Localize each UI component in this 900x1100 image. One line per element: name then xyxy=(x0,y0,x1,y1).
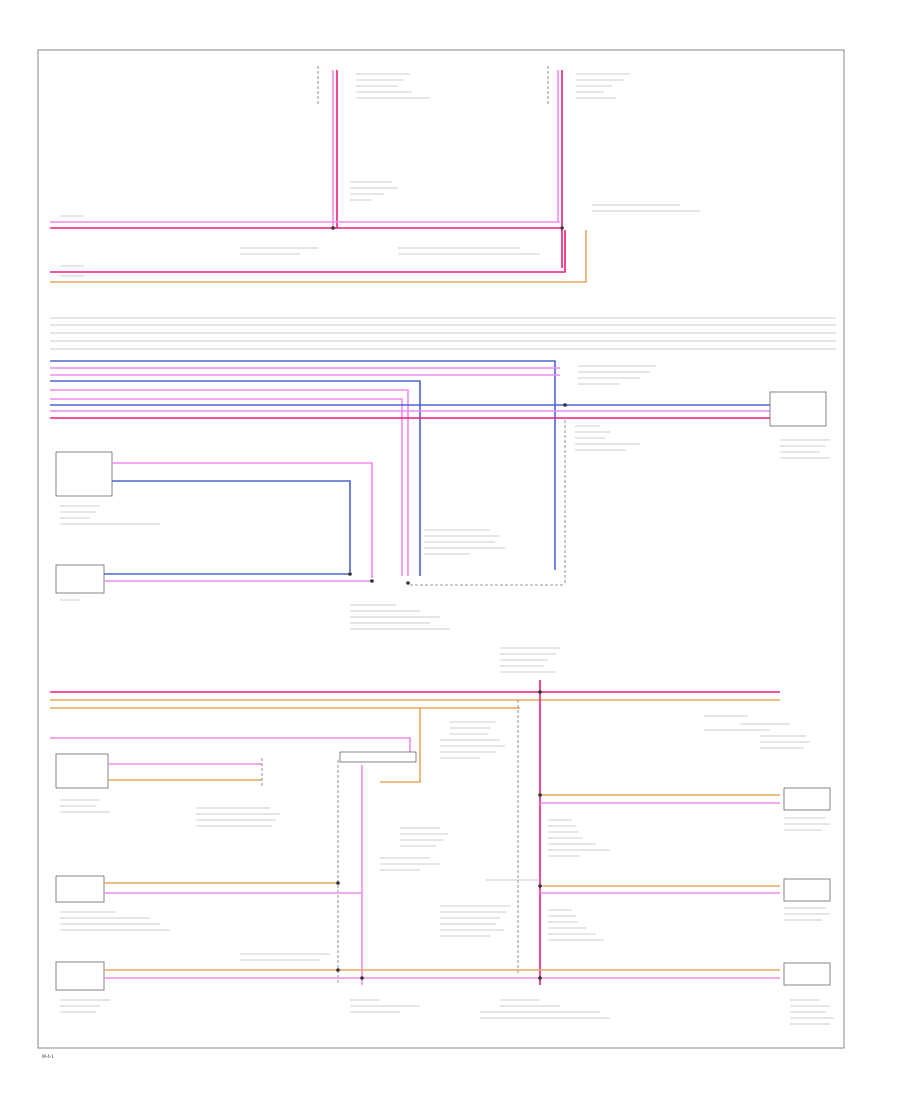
data-bus-section xyxy=(50,317,836,630)
junction-dot xyxy=(538,976,542,980)
left-lower-connector-3 xyxy=(55,961,105,991)
left-lower-connector-1 xyxy=(55,753,109,789)
junction-dot xyxy=(560,226,564,230)
junction-dot xyxy=(563,403,567,407)
left-module-connector-1 xyxy=(55,451,113,497)
junction-dot xyxy=(331,226,335,230)
diagram-frame xyxy=(37,49,845,1049)
page-id: W-4-1 xyxy=(42,1054,54,1059)
lower-connector-section xyxy=(50,647,834,1025)
junction-dot xyxy=(538,793,542,797)
left-lower-connector-2 xyxy=(55,875,105,903)
junction-dot xyxy=(538,690,542,694)
junction-dot xyxy=(336,881,340,885)
junction-dot xyxy=(538,884,542,888)
inline-connector xyxy=(339,751,417,763)
left-module-connector-2 xyxy=(55,564,105,594)
right-lower-connector-2 xyxy=(783,878,831,902)
junction-dot xyxy=(336,968,340,972)
junction-dot xyxy=(370,579,374,583)
top-connector-section xyxy=(50,66,700,283)
right-module-connector xyxy=(769,391,827,427)
junction-dot xyxy=(406,581,410,585)
right-lower-connector-1 xyxy=(783,787,831,811)
junction-dot xyxy=(360,976,364,980)
junction-dot xyxy=(348,572,352,576)
right-lower-connector-3 xyxy=(783,962,831,986)
